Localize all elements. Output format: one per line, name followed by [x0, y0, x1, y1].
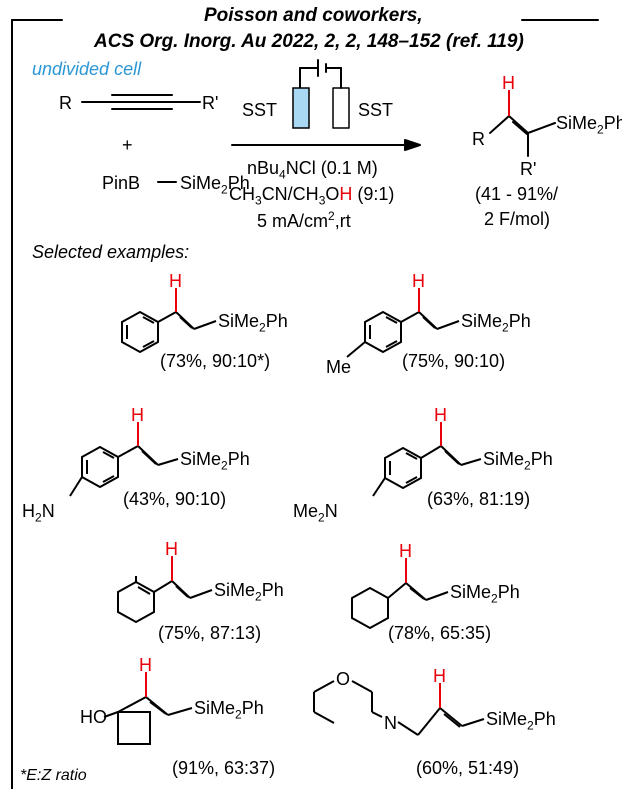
- example-5-structure: [117, 576, 213, 624]
- condition-current: 5 mA/cm2,rt: [257, 209, 351, 231]
- electrode-left-label: SST: [242, 100, 278, 120]
- footnote: *E:Z ratio: [20, 767, 87, 784]
- example-8-nitrogen: N: [384, 713, 397, 733]
- alkyne-r: R: [59, 93, 72, 113]
- example-2-silyl: SiMe2Ph: [461, 311, 531, 335]
- electrode-right-label: SST: [358, 100, 394, 120]
- reagent-silyl: SiMe2Ph: [180, 173, 250, 197]
- example-6-silyl: SiMe2Ph: [450, 582, 520, 606]
- example-3-h: H: [131, 405, 144, 425]
- example-8-h: H: [433, 666, 446, 686]
- example-7-structure: [103, 696, 193, 745]
- example-8-silyl: SiMe2Ph: [486, 709, 556, 733]
- example-8-oxygen: O: [336, 669, 351, 689]
- example-3-yield: (43%, 90:10): [123, 489, 227, 509]
- example-1-yield: (73%, 90:10*): [160, 351, 271, 371]
- example-1-structure: [121, 310, 217, 354]
- example-5-h: H: [165, 539, 178, 559]
- examples-label: Selected examples:: [32, 242, 190, 262]
- example-1-silyl: SiMe2Ph: [218, 311, 288, 335]
- example-4-silyl: SiMe2Ph: [483, 449, 553, 473]
- example-1-h: H: [169, 271, 182, 291]
- example-4-yield: (63%, 81:19): [427, 489, 531, 509]
- product-r: R: [472, 129, 485, 149]
- example-4-h: H: [434, 405, 447, 425]
- example-5-silyl: SiMe2Ph: [214, 580, 284, 604]
- example-4-amine: Me2N: [293, 501, 338, 525]
- anode-electrode: [292, 87, 310, 129]
- condition-solvent: CH3CN/CH3OH (9:1): [229, 184, 395, 208]
- example-2-yield: (75%, 90:10): [402, 351, 506, 371]
- alkyne-r-prime: R': [202, 93, 219, 113]
- example-2-structure: [346, 310, 460, 358]
- header-authors: Poisson and coworkers,: [204, 5, 423, 26]
- reagent-label: PinB: [102, 173, 141, 193]
- product-silyl: SiMe2Ph: [556, 113, 622, 137]
- example-3-amine: H2N: [22, 501, 55, 525]
- example-7-silyl: SiMe2Ph: [194, 698, 264, 722]
- example-3-silyl: SiMe2Ph: [180, 449, 250, 473]
- condition-electrolyte: nBu4NCl (0.1 M): [247, 158, 378, 182]
- example-3-structure: [69, 445, 179, 497]
- header-citation: ACS Org. Inorg. Au 2022, 2, 2, 148–152 (…: [94, 31, 524, 52]
- cell-label: undivided cell: [32, 59, 142, 79]
- product-h: H: [502, 73, 515, 93]
- example-8-yield: (60%, 51:49): [416, 758, 520, 778]
- example-7-h: H: [139, 655, 152, 675]
- example-7-hydroxyl: HO: [80, 707, 107, 727]
- product-r-prime: R': [520, 159, 537, 179]
- example-6-yield: (78%, 65:35): [388, 623, 492, 643]
- example-4-structure: [372, 445, 482, 497]
- plus-sign: +: [122, 135, 133, 155]
- example-6-structure: [351, 582, 449, 630]
- example-5-yield: (75%, 87:13): [158, 623, 262, 643]
- example-8-structure: [313, 680, 485, 736]
- faraday: 2 F/mol): [484, 209, 551, 229]
- example-7-yield: (91%, 63:37): [172, 758, 276, 778]
- yield-range: (41 - 91%/: [475, 184, 559, 204]
- example-6-h: H: [399, 541, 412, 561]
- example-2-methyl: Me: [326, 357, 352, 377]
- example-2-h: H: [412, 271, 425, 291]
